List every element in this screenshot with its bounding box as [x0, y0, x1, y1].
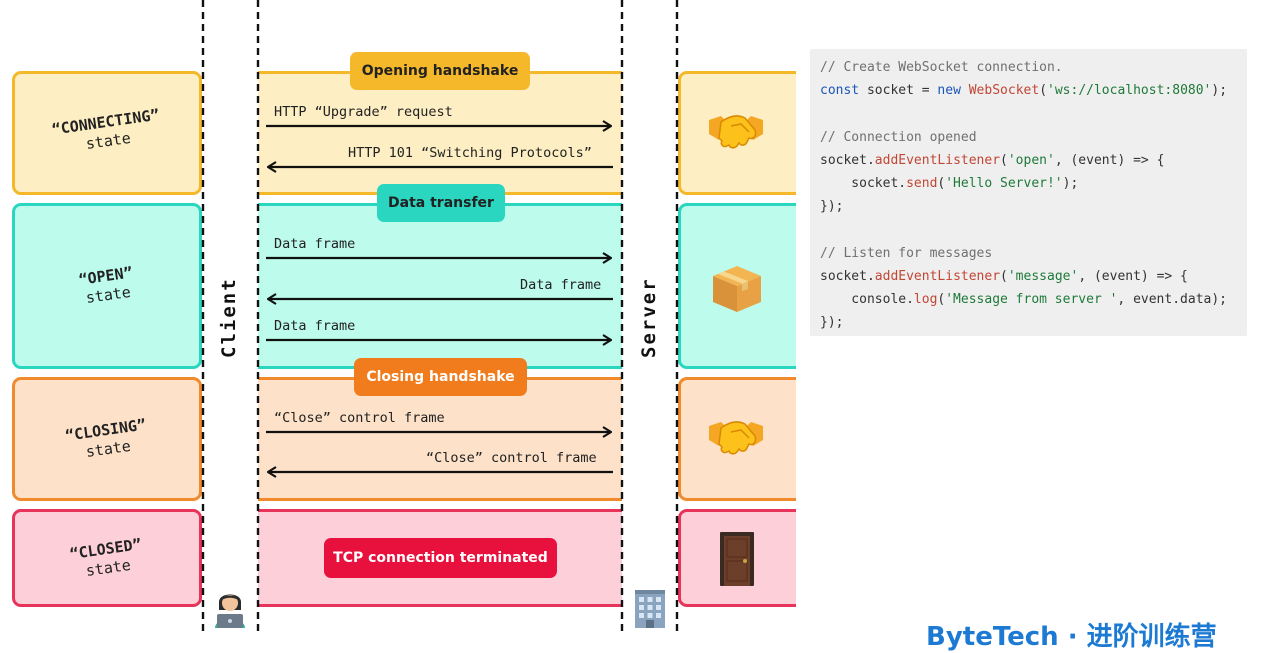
code-comment: // Connection opened: [820, 129, 977, 145]
band-closing: [258, 377, 622, 501]
code-text: );: [1062, 175, 1079, 191]
code-string: 'open': [1007, 152, 1055, 168]
code-string: 'Message from server ': [945, 291, 1118, 307]
technologist-icon: [215, 594, 245, 628]
state-box-closing: [12, 377, 202, 501]
msg-data-frame-1: Data frame: [274, 236, 356, 252]
lane-label-client: Client: [218, 277, 240, 358]
badge-tcp-terminated: TCP connection terminated: [324, 538, 557, 578]
handshake-icon: [709, 115, 763, 149]
code-text: , (event) => {: [1054, 152, 1165, 168]
package-icon: [713, 266, 761, 312]
lane-label-server: Server: [638, 277, 660, 358]
code-string: 'message': [1007, 268, 1079, 284]
code-line: console.log('Message from server ', even…: [820, 288, 1237, 311]
code-comment: // Listen for messages: [820, 245, 993, 261]
code-line-blank: [820, 102, 1237, 125]
code-text: (: [937, 175, 946, 191]
code-panel: // Create WebSocket connection. const so…: [810, 49, 1247, 336]
handshake-icon: [709, 421, 763, 455]
code-keyword: new: [937, 83, 961, 99]
code-text: (: [937, 291, 946, 307]
band-connecting: [258, 71, 622, 195]
code-text: socket.: [820, 175, 907, 191]
badge-data-transfer: Data transfer: [377, 184, 505, 222]
code-text: });: [820, 315, 844, 331]
code-line: });: [820, 311, 1237, 334]
code-text: socket.: [820, 268, 875, 284]
badge-closing-handshake: Closing handshake: [354, 358, 527, 396]
code-class: WebSocket: [968, 83, 1040, 99]
code-comment: // Create WebSocket connection.: [820, 60, 1063, 75]
state-box-open: [12, 203, 202, 369]
code-keyword: const: [820, 83, 860, 99]
office-building-icon: [635, 590, 665, 628]
code-string: 'Hello Server!': [945, 175, 1063, 191]
door-icon: [720, 532, 754, 586]
code-text: );: [1211, 83, 1228, 99]
code-line-blank: [820, 218, 1237, 241]
code-method: send: [906, 175, 938, 191]
msg-switching-protocols: HTTP 101 “Switching Protocols”: [348, 145, 592, 161]
badge-opening-handshake: Opening handshake: [350, 52, 530, 90]
code-text: , event.data);: [1117, 291, 1227, 307]
code-text: socket =: [859, 83, 938, 99]
state-box-closed: [12, 509, 202, 607]
code-line: socket.addEventListener('open', (event) …: [820, 149, 1237, 172]
code-line: socket.send('Hello Server!');: [820, 172, 1237, 195]
sequence-lines: [201, 0, 679, 632]
code-text: socket.: [820, 152, 875, 168]
code-text: , (event) => {: [1078, 268, 1188, 284]
code-line: const socket = new WebSocket('ws://local…: [820, 79, 1237, 102]
code-line: // Listen for messages: [820, 242, 1237, 265]
msg-close-frame-1: “Close” control frame: [274, 410, 445, 426]
code-text: console.: [820, 291, 914, 307]
code-line: // Create WebSocket connection.: [820, 56, 1237, 79]
msg-data-frame-3: Data frame: [274, 318, 356, 334]
state-box-connecting: [12, 71, 202, 195]
code-method: addEventListener: [874, 268, 1001, 284]
code-text: [961, 83, 969, 98]
msg-data-frame-2: Data frame: [520, 277, 602, 293]
right-box-closing: [678, 377, 796, 501]
msg-upgrade-request: HTTP “Upgrade” request: [274, 104, 453, 120]
brand-watermark: ByteTech · 进阶训练营: [926, 622, 1217, 652]
code-line: // Connection opened: [820, 126, 1237, 149]
code-string: 'ws://localhost:8080': [1047, 83, 1212, 99]
code-text: (: [1000, 268, 1008, 284]
code-method: log: [913, 291, 938, 307]
code-text: (: [1039, 83, 1048, 99]
msg-close-frame-2: “Close” control frame: [426, 450, 597, 466]
code-text: });: [820, 199, 844, 215]
code-text: (: [1000, 152, 1008, 168]
code-line: });: [820, 195, 1237, 218]
code-line: socket.addEventListener('message', (even…: [820, 265, 1237, 288]
code-method: addEventListener: [874, 152, 1001, 168]
